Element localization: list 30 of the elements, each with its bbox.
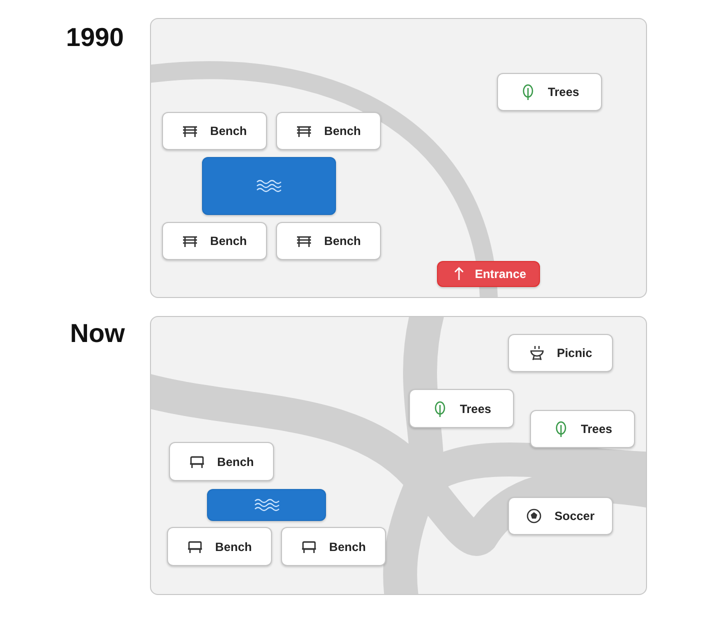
- place-label: Bench: [329, 540, 366, 554]
- location-card: [276, 222, 381, 260]
- year-heading: Now: [70, 318, 125, 349]
- location-card: [276, 112, 381, 150]
- year-heading: 1990: [66, 22, 124, 53]
- place-label: Bench: [210, 124, 247, 138]
- place-label: Trees: [548, 85, 580, 99]
- location-card: [169, 442, 274, 481]
- place-label: Picnic: [556, 346, 592, 360]
- pond: [202, 157, 336, 215]
- place-label: Bench: [324, 124, 361, 138]
- location-card: [162, 112, 267, 150]
- place-label: Bench: [217, 454, 254, 468]
- entrance-marker: [437, 261, 540, 287]
- location-card: [167, 527, 272, 566]
- location-card: [508, 334, 613, 372]
- location-card: [409, 389, 514, 428]
- location-card: [281, 527, 386, 566]
- place-label: Bench: [210, 234, 247, 248]
- place-label: Trees: [460, 402, 492, 416]
- place-label: Bench: [324, 234, 361, 248]
- place-label: Soccer: [554, 509, 595, 523]
- place-label: Bench: [215, 540, 252, 554]
- place-label: Trees: [580, 422, 612, 436]
- location-card: [530, 410, 635, 448]
- location-card: [508, 497, 613, 535]
- place-label: Entrance: [474, 267, 526, 281]
- location-card: [162, 222, 267, 260]
- pond: [207, 489, 326, 521]
- location-card: [497, 73, 602, 111]
